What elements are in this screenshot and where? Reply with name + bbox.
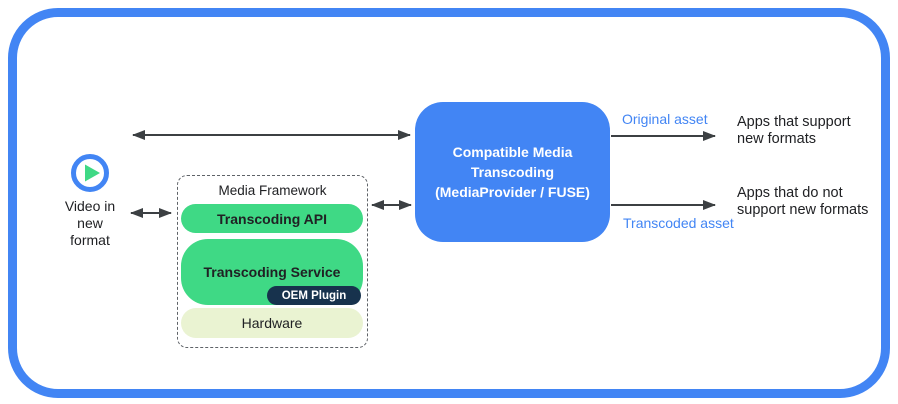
apps-support-label: Apps that support new formats	[737, 114, 851, 147]
apps-no-support-label: Apps that do not support new formats	[737, 185, 869, 218]
original-asset-label: Original asset	[622, 111, 708, 127]
video-source-label: Video in new format	[64, 198, 116, 248]
compatible-media-transcoding-box: Compatible Media Transcoding (MediaProvi…	[415, 102, 610, 242]
media-framework-title: Media Framework	[218, 183, 327, 198]
hardware-layer: Hardware	[181, 308, 363, 338]
transcoded-asset-label: Transcoded asset	[623, 215, 734, 231]
outer-frame	[8, 8, 890, 398]
oem-plugin-badge: OEM Plugin	[267, 286, 361, 305]
play-icon	[71, 154, 109, 192]
transcoding-api-layer: Transcoding API	[181, 204, 363, 233]
